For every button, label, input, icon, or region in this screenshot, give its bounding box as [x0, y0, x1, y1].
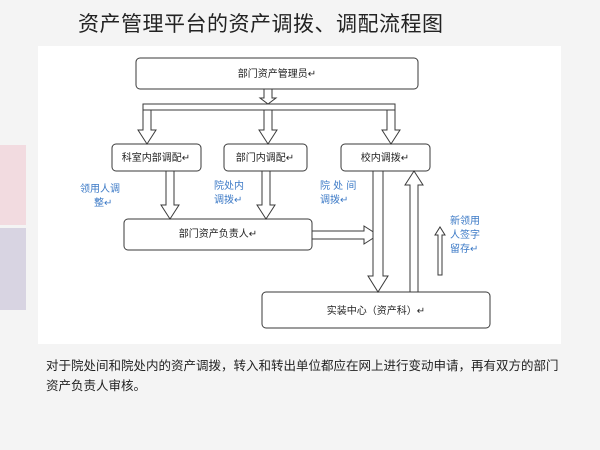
note-between-hospitals: 院 处 间 调拨↵	[320, 179, 356, 206]
arrow-center-to-campus	[404, 170, 424, 293]
arrow-to-department	[258, 109, 278, 145]
note-new-user-sign-line1: 新领用	[450, 214, 480, 227]
note-new-user-sign-line2: 人签字	[450, 228, 480, 241]
note-new-user-sign: 新领用 人签字 留存↵	[450, 214, 480, 255]
equipment-center-box: 实装中心（资产科）↵	[261, 291, 491, 329]
new-user-sign-arrow	[434, 226, 446, 276]
department-internal-allocation-box: 部门内调配↵	[223, 143, 308, 172]
campus-transfer-label: 校内调拨↵	[361, 151, 409, 164]
arrow-to-campus	[381, 109, 401, 145]
department-asset-owner-box: 部门资产负责人↵	[123, 218, 313, 251]
department-asset-admin-label: 部门资产管理员↵	[238, 67, 316, 80]
campus-transfer-box: 校内调拨↵	[340, 143, 431, 172]
arrow-section-to-owner	[160, 170, 180, 220]
note-within-hospital-line1: 院处内	[214, 179, 244, 192]
note-within-hospital-line2: 调拨↵	[214, 193, 242, 206]
decorative-band-purple	[0, 228, 26, 310]
department-internal-allocation-label: 部门内调配↵	[236, 151, 294, 164]
arrow-department-to-owner	[256, 170, 276, 220]
note-within-hospital: 院处内 调拨↵	[214, 179, 244, 206]
page-title: 资产管理平台的资产调拨、调配流程图	[78, 12, 444, 36]
arrow-to-section	[137, 109, 157, 145]
note-between-hospitals-line2: 调拨↵	[320, 193, 348, 206]
decorative-band-pink	[0, 145, 26, 225]
note-user-adjust-line1: 领用人调	[80, 182, 120, 195]
section-internal-allocation-label: 科室内部调配↵	[122, 151, 190, 164]
department-asset-admin-box: 部门资产管理员↵	[135, 57, 419, 90]
caption-text: 对于院处间和院处内的资产调拨，转入和转出单位都应在网上进行变动申请，再有双方的部…	[46, 358, 559, 393]
note-user-adjust: 领用人调 整↵	[80, 182, 120, 209]
department-asset-owner-label: 部门资产负责人↵	[179, 227, 257, 240]
flowchart-diagram: 部门资产管理员↵ 科室内部调配↵ 部门内调配↵ 校内调拨↵ 部门资产负责人↵ 实…	[80, 57, 491, 329]
branch-bar	[142, 103, 396, 111]
note-user-adjust-line2: 整↵	[94, 196, 112, 209]
arrow-owner-to-right	[311, 225, 379, 245]
section-internal-allocation-box: 科室内部调配↵	[111, 143, 202, 172]
admin-down-arrow	[258, 88, 278, 105]
arrow-campus-to-center	[367, 170, 389, 293]
note-new-user-sign-line3: 留存↵	[450, 242, 478, 255]
flowchart-canvas: 部门资产管理员↵ 科室内部调配↵ 部门内调配↵ 校内调拨↵ 部门资产负责人↵ 实…	[38, 46, 561, 344]
note-between-hospitals-line1: 院 处 间	[320, 179, 356, 192]
equipment-center-label: 实装中心（资产科）↵	[327, 304, 425, 317]
